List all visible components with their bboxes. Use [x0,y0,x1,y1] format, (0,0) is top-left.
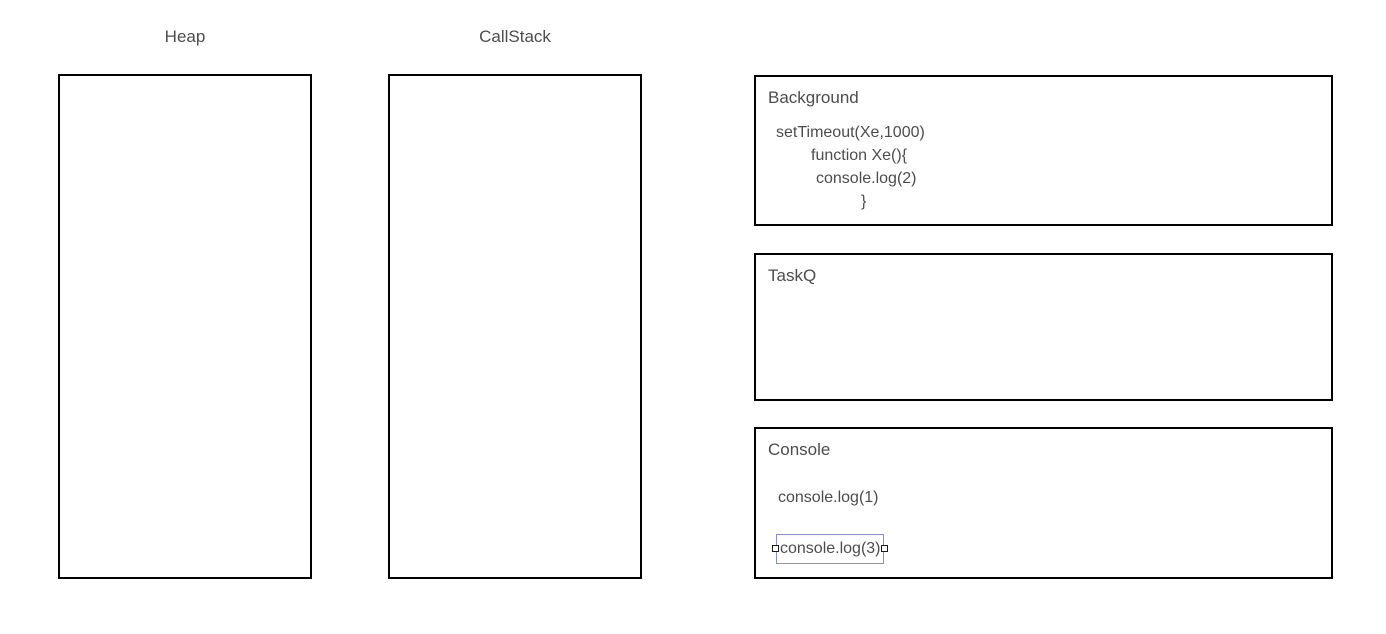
console-panel[interactable]: Console console.log(1) console.log(3) [754,427,1333,579]
background-code-block: setTimeout(Xe,1000) function Xe(){ conso… [756,121,1331,213]
background-panel-title: Background [768,88,859,107]
heap-panel[interactable] [58,74,312,579]
selection-handle-right-icon[interactable] [880,545,888,552]
background-code-line: function Xe(){ [811,147,908,164]
selection-handle-left-icon[interactable] [772,545,779,552]
callstack-panel[interactable] [388,74,642,579]
taskq-panel[interactable]: TaskQ [754,253,1333,401]
background-code-line: } [861,193,867,210]
console-entry[interactable]: console.log(1) [778,489,879,506]
console-panel-title: Console [768,440,831,459]
console-entry-selection: console.log(3) [772,534,888,564]
taskq-panel-title: TaskQ [768,266,817,285]
callstack-column-label: CallStack [479,27,551,46]
background-panel[interactable]: Background setTimeout(Xe,1000) function … [754,75,1333,226]
background-code-line: setTimeout(Xe,1000) [776,124,925,141]
console-entry-list: console.log(1) console.log(3) [756,487,1331,564]
heap-column-label: Heap [164,27,206,46]
console-entry-selected[interactable]: console.log(3) [776,534,884,564]
background-code-line: console.log(2) [816,170,917,187]
